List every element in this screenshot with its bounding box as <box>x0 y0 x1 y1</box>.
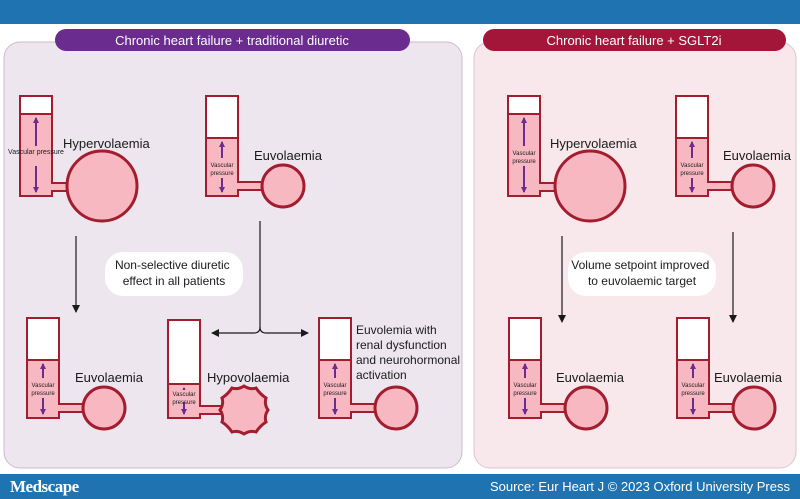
vessel-label-bg <box>207 158 237 178</box>
vessel-empty-top <box>507 95 541 115</box>
vessel-label-word: pressure <box>31 391 55 397</box>
vessel-euvolaemia-left-top: Vascular pressure Euvolaemia <box>205 95 323 209</box>
vessel-label-word: pressure <box>512 159 536 165</box>
vessel-balloon <box>731 385 777 431</box>
vessel-label-line1: Vascular pressure <box>8 149 64 156</box>
right-callout-box <box>568 252 716 296</box>
vessel-label-word: Vascular <box>173 392 196 398</box>
node-label-renal-line4: activation <box>356 368 407 382</box>
vessel-balloon <box>65 149 139 223</box>
vessel-empty-top <box>318 317 352 361</box>
vessel-label-bg <box>509 146 539 166</box>
vessel-euvolaemia-right-br: Vascular pressure Euvolaemia <box>676 317 783 431</box>
node-label-renal-line2: renal dysfunction <box>356 338 447 352</box>
vessel-label-word: pressure <box>513 391 537 397</box>
node-label-euvolaemia: Euvolaemia <box>556 370 625 385</box>
vessel-label-word: pressure <box>172 400 196 406</box>
node-label-euvolaemia: Euvolaemia <box>75 370 144 385</box>
vessel-label-bg <box>677 158 707 178</box>
vessel-label-word: Vascular <box>324 383 347 389</box>
medscape-logo[interactable]: Medscape <box>10 477 79 496</box>
vessel-label-bg <box>169 390 199 402</box>
vessel-empty-top <box>167 319 201 385</box>
vessel-label: Vascular pressure <box>680 163 704 177</box>
vessel-label-word: Vascular <box>682 383 705 389</box>
vessel-label-word: pressure <box>680 171 704 177</box>
footer-bar: Medscape Source: Eur Heart J © 2023 Oxfo… <box>0 474 800 499</box>
node-label-hypovolaemia: Hypovolaemia <box>207 370 290 385</box>
node-label-renal: Euvolemia with renal dysfunction and neu… <box>356 323 463 382</box>
node-label-euvolaemia: Euvolaemia <box>714 370 783 385</box>
vessel-euvolaemia-right-top: Vascular pressure Euvolaemia <box>675 95 792 209</box>
vessel-balloon <box>81 385 127 431</box>
right-callout-line2: to euvolaemic target <box>588 274 697 288</box>
vessel-empty-top <box>676 317 710 361</box>
vessel-euvolaemia-right-bl: Vascular pressure Euvolaemia <box>508 317 625 431</box>
node-label-hypervolaemia: Hypervolaemia <box>63 136 150 151</box>
vessel-empty-top <box>26 317 60 361</box>
vessel-label-word: Vascular <box>513 151 536 157</box>
vessel-balloon <box>563 385 609 431</box>
vessel-hypervolaemia-left: Vascular pressure Hypervolaemia <box>8 95 150 223</box>
vessel-label-bg <box>510 378 540 398</box>
vessel-label-word: Vascular <box>514 383 537 389</box>
right-callout-line1: Volume setpoint improved <box>571 258 709 272</box>
vessel-balloon-shrunken <box>218 384 270 436</box>
node-label-renal-line1: Euvolemia with <box>356 323 437 337</box>
vessel-label: Vascular pressure <box>31 383 55 397</box>
vessel-empty-top <box>205 95 239 139</box>
vessel-euvolemia-renal: Vascular pressure Euvolemia with renal dy… <box>318 317 463 431</box>
node-label-hypervolaemia: Hypervolaemia <box>550 136 637 151</box>
vessel-label: Vascular pressure <box>172 392 196 406</box>
vessel-label: Vascular pressure <box>513 383 537 397</box>
vessel-label-word: pressure <box>681 391 705 397</box>
left-callout-line1: Non-selective diuretic <box>115 258 230 272</box>
vessel-label: Vascular pressure <box>210 163 234 177</box>
vessel-empty-top <box>508 317 542 361</box>
vessel-label-bg <box>21 146 51 166</box>
vessel-label-bg <box>320 378 350 398</box>
vessel-label-bg <box>678 378 708 398</box>
vessel-balloon <box>373 385 419 431</box>
vessel-label-word: pressure <box>210 171 234 177</box>
right-panel-title-pill <box>483 29 786 51</box>
node-label-euvolaemia: Euvolaemia <box>723 148 792 163</box>
vessel-balloon <box>260 163 306 209</box>
left-panel-title-pill <box>55 29 410 51</box>
left-callout-text: Non-selective diuretic effect in all pat… <box>115 258 233 288</box>
right-callout-text: Volume setpoint improved to euvolaemic t… <box>571 258 712 288</box>
right-panel-title: Chronic heart failure + SGLT2i <box>547 33 722 48</box>
node-label-euvolaemia: Euvolaemia <box>254 148 323 163</box>
node-label-renal-line3: and neurohormonal <box>356 353 460 367</box>
vessel-euvolaemia-left-bottom: Vascular pressure Euvolaemia <box>26 317 144 431</box>
left-panel-title: Chronic heart failure + traditional diur… <box>115 33 349 48</box>
left-callout-line2: effect in all patients <box>123 274 226 288</box>
left-callout-box <box>105 252 243 296</box>
vessel-label-word: Vascular <box>681 163 704 169</box>
vessel-label-bg <box>28 378 58 398</box>
vessel-label-word: Vascular <box>32 383 55 389</box>
vessel-balloon <box>730 163 776 209</box>
vessel-balloon <box>553 149 627 223</box>
vessel-label: Vascular pressure <box>681 383 705 397</box>
vessel-label-word: pressure <box>323 391 347 397</box>
vessel-label: Vascular pressure <box>8 149 64 156</box>
header-bar <box>0 0 800 24</box>
vessel-label-word: Vascular <box>211 163 234 169</box>
vessel-label: Vascular pressure <box>512 151 536 165</box>
vessel-hypervolaemia-right: Vascular pressure Hypervolaemia <box>507 95 637 223</box>
vessel-hypovolaemia: Vascular pressure Hypovolaemia <box>167 319 290 436</box>
vessel-empty-top <box>675 95 709 139</box>
source-credit: Source: Eur Heart J © 2023 Oxford Univer… <box>489 479 790 494</box>
diagram-canvas: Chronic heart failure + traditional diur… <box>3 29 797 469</box>
vessel-empty-top <box>19 95 53 115</box>
arrow-euvo-split-right <box>259 326 309 337</box>
vessel-label: Vascular pressure <box>323 383 347 397</box>
